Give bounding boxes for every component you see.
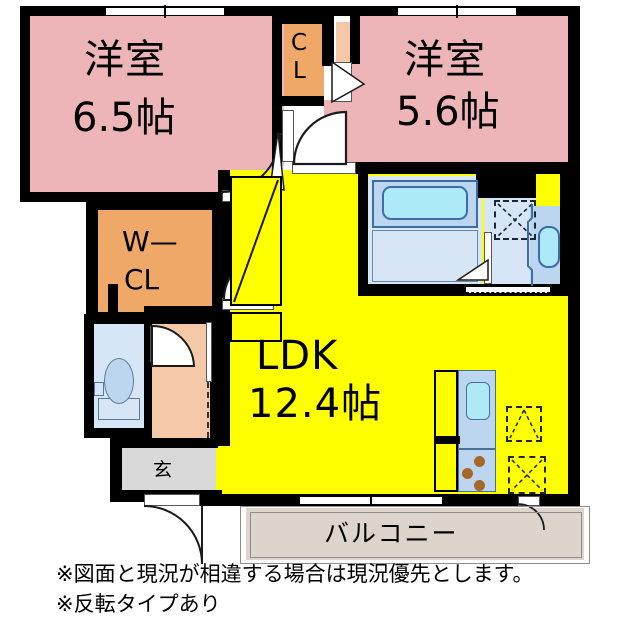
wall-toilet-bottom <box>84 428 152 438</box>
wall-closet-right-lower <box>350 14 360 64</box>
bath-floor <box>372 230 478 282</box>
label-ldk-area: 12.4帖 <box>248 381 383 427</box>
door-swing-closet-top <box>331 60 366 104</box>
label-washitsu-right-area: 5.6帖 <box>396 89 500 135</box>
sliding-door-ldk-diagonal <box>233 179 279 303</box>
closet-top-door-stub <box>336 22 350 62</box>
kitchen-cabinet-divider <box>434 436 460 444</box>
wall-bath-left <box>358 170 368 294</box>
wall-wcl-right <box>212 198 222 310</box>
wall-washroom-right <box>560 172 572 296</box>
wall-top-middle <box>272 6 326 24</box>
door-swing-ldk-hall <box>292 110 348 166</box>
balcony-outline-inner <box>250 512 582 558</box>
kitchen-sink <box>466 382 490 420</box>
appliance-space-lower-x-icon <box>511 459 543 491</box>
label-closet-top-line1: C <box>291 30 308 56</box>
wall-wcl-left <box>86 198 98 322</box>
footer-note-line-1: ※図面と現況が相違する場合は現況優先とします。 <box>56 562 534 586</box>
kitchen-counter-divider <box>458 448 496 450</box>
wall-closet-top-right <box>322 14 334 66</box>
wall-closet-top-left <box>272 14 282 106</box>
appliance-space-lower <box>508 456 546 494</box>
door-swing-entrance <box>143 505 203 565</box>
wall-entrance-top <box>110 438 218 448</box>
room-fill-closet-top <box>280 24 324 100</box>
wall-ldk-left-lower <box>210 306 230 446</box>
window-left-room-mullion <box>164 5 166 18</box>
washbasin-bowl <box>538 226 560 268</box>
wall-toilet-right <box>144 314 152 430</box>
label-washitsu-left-name: 洋室 <box>84 37 166 83</box>
washbasin-counter-outline <box>527 204 533 286</box>
sliding-door-ldk-lower[interactable] <box>230 312 282 342</box>
entrance-step-strip <box>120 446 146 498</box>
stove-burner-2 <box>462 468 473 479</box>
wall-toilet-top <box>84 314 220 324</box>
wall-entrance-left <box>110 438 122 500</box>
wall-bottom-left-room <box>20 192 282 202</box>
wall-ldk-left-mid <box>218 170 230 312</box>
door-panel-washitsu-right[interactable] <box>282 110 294 162</box>
stove-burner-1 <box>474 456 485 467</box>
footer-note-line-2: ※反転タイプあり <box>56 591 221 616</box>
washing-machine-space <box>494 200 536 240</box>
wall-toilet-left <box>84 314 94 438</box>
bath-door-arrow <box>455 258 489 281</box>
label-walk-in-closet-line1: W— <box>122 225 178 258</box>
label-closet-top-line2: L <box>293 58 306 84</box>
room-fill-balcony <box>246 508 584 560</box>
wall-left-outer <box>20 6 30 202</box>
refrigerator-space <box>506 406 542 442</box>
wall-wcl-top <box>86 198 224 210</box>
bath-door-panel[interactable] <box>484 232 492 284</box>
balcony-outline-outer <box>240 506 590 564</box>
label-walk-in-closet-line2: CL <box>124 263 160 296</box>
wall-right-room-bottom <box>324 162 580 174</box>
refrigerator-space-icon <box>509 409 539 439</box>
toilet-paper-holder <box>94 382 104 396</box>
window-ldk-balcony-mullion <box>370 494 372 507</box>
window-right-room-mullion <box>456 5 458 18</box>
wall-wcl-shelf-divider <box>108 284 118 318</box>
bathtub-inner <box>382 186 468 220</box>
corridor-sliding-track-dashed <box>207 382 211 438</box>
footer-notes: ※図面と現況が相違する場合は現況優先とします。 ※反転タイプあり <box>56 560 636 620</box>
label-washitsu-left-area: 6.5帖 <box>72 95 176 141</box>
room-fill-washitsu-right <box>352 14 568 166</box>
corridor-sliding-track <box>206 322 212 382</box>
room-fill-washitsu-left <box>28 14 272 198</box>
wall-bath-top-divider <box>476 172 536 198</box>
label-balcony: バルコニー <box>324 519 459 548</box>
wall-closet-bottom <box>272 96 324 106</box>
label-ldk-name: LDK <box>256 333 339 379</box>
washing-machine-space-x-icon <box>497 203 533 237</box>
window-washroom <box>466 286 550 293</box>
door-swing-toilet <box>151 324 196 367</box>
wall-corridor-divider <box>144 306 222 314</box>
toilet-bowl-seat <box>104 358 134 404</box>
label-entrance: 玄 <box>153 459 173 481</box>
wall-right-outer <box>568 6 580 506</box>
label-washitsu-right-name: 洋室 <box>404 37 486 83</box>
stove-burner-3 <box>474 480 485 491</box>
door-swing-balcony-side <box>517 503 545 531</box>
door-panel-entrance[interactable] <box>144 494 200 506</box>
kitchen-cabinet-left <box>434 370 458 492</box>
